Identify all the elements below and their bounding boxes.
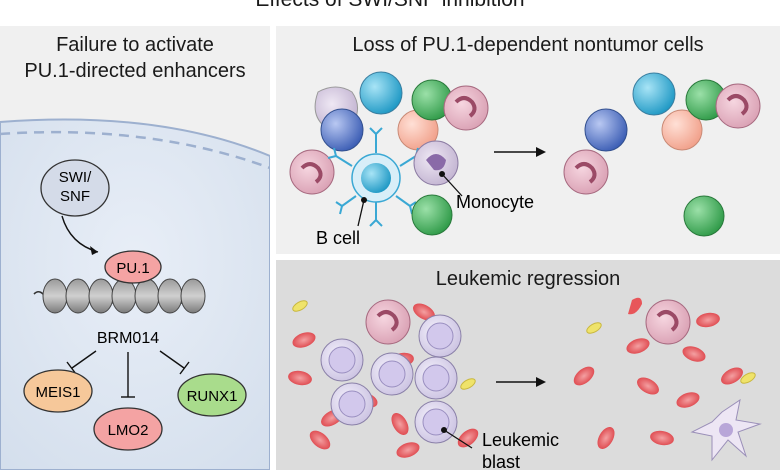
cyan-cell-after bbox=[632, 72, 676, 116]
left-title-line-1: Failure to activate bbox=[56, 34, 214, 56]
monocyte-pointer bbox=[441, 173, 463, 197]
nucleosome-array bbox=[33, 278, 206, 314]
granulocyte-cell-2 bbox=[289, 149, 335, 195]
bottom-panel-title: Leukemic regression bbox=[435, 268, 621, 290]
pu1-factor bbox=[104, 250, 162, 284]
monocyte-cell bbox=[413, 140, 459, 186]
granulocyte-bottom bbox=[365, 299, 411, 345]
left-title-line-2: PU.1-directed enhancers bbox=[24, 60, 246, 82]
dendritic-cell-after bbox=[690, 398, 762, 462]
peach-cell-after bbox=[661, 109, 703, 151]
bcell-pointer bbox=[357, 199, 365, 227]
leukemic-blasts bbox=[320, 314, 462, 444]
meis1-label: MEIS1 bbox=[35, 384, 80, 401]
granulocyte-after-bottom bbox=[645, 299, 691, 345]
left-panel-illustration: SWI/ SNF PU.1 BRM014 MEIS1 L bbox=[0, 118, 270, 470]
swisnf-complex bbox=[40, 159, 110, 217]
monocyte-label: Monocyte bbox=[456, 192, 534, 212]
swisnf-label-2: SNF bbox=[60, 188, 90, 205]
granulocyte-cell bbox=[443, 85, 489, 131]
leukemic-regression-illustration: Leukemic blast bbox=[288, 297, 762, 470]
rbc-fragment bbox=[628, 297, 642, 315]
left-panel: SWI/ SNF PU.1 BRM014 MEIS1 L bbox=[0, 26, 270, 470]
granulocyte-after bbox=[715, 83, 761, 129]
bcell-dendritic bbox=[327, 127, 425, 227]
green-cell-2 bbox=[411, 194, 453, 236]
regression-arrowhead bbox=[536, 377, 546, 387]
bcell-label: B cell bbox=[316, 228, 360, 248]
swisnf-label-1: SWI/ bbox=[59, 169, 92, 186]
blast-pointer bbox=[443, 429, 473, 449]
red-blood-cells-after bbox=[573, 312, 743, 449]
blast-label-2: blast bbox=[482, 452, 520, 470]
nontumor-cells-illustration: Monocyte B cell bbox=[289, 71, 761, 248]
main-title: Effects of SWI/SNF inhibition bbox=[0, 0, 780, 12]
cyan-cell bbox=[359, 71, 403, 115]
meis1-gene bbox=[23, 369, 93, 413]
activation-arrowhead bbox=[90, 246, 98, 255]
left-panel-title: Failure to activate PU.1-directed enhanc… bbox=[0, 32, 270, 84]
inhibition-lines bbox=[66, 350, 190, 398]
lmo2-gene bbox=[93, 407, 163, 451]
top-panel-title: Loss of PU.1-dependent nontumor cells bbox=[352, 34, 704, 56]
blue-cell-after bbox=[584, 108, 628, 152]
top-right-panel: Monocyte B cell Loss of PU.1-dependent n… bbox=[276, 26, 780, 254]
brm014-label: BRM014 bbox=[97, 330, 159, 347]
green-cell-after-2 bbox=[683, 195, 725, 237]
bottom-right-panel: Leukemic blast Leukemic regression bbox=[276, 260, 780, 470]
granulocyte-after-2 bbox=[563, 149, 609, 195]
nuclear-envelope bbox=[0, 130, 270, 170]
runx1-gene bbox=[177, 373, 247, 417]
blast-label-1: Leukemic bbox=[482, 430, 559, 450]
runx1-label: RUNX1 bbox=[187, 388, 238, 405]
blue-cell bbox=[320, 108, 364, 152]
platelets bbox=[292, 300, 756, 390]
transition-arrowhead bbox=[536, 147, 546, 157]
lmo2-label: LMO2 bbox=[108, 422, 149, 439]
pu1-label: PU.1 bbox=[116, 260, 149, 277]
